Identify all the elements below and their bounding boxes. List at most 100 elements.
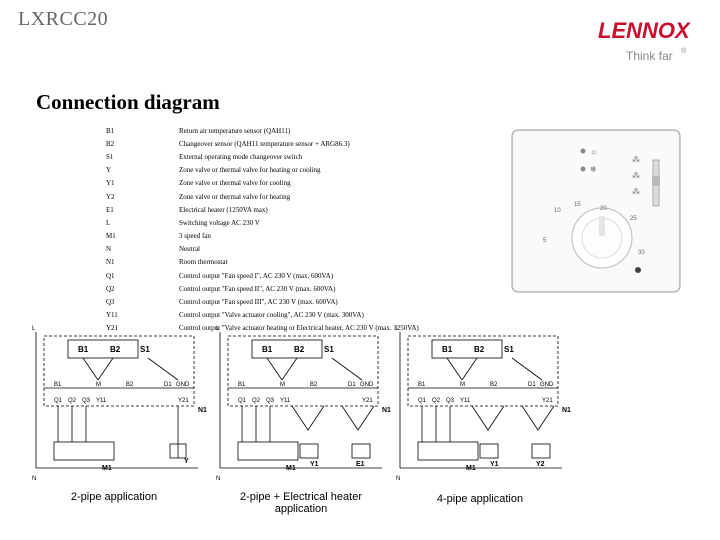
legend-code: Y1 <box>106 179 115 188</box>
legend-code: N1 <box>106 258 115 267</box>
legend-code: L <box>106 218 111 227</box>
terminal-B1: B1 <box>418 382 426 388</box>
svg-text:30: 30 <box>638 250 645 256</box>
legend-description: External operating mode changeover switc… <box>179 152 303 161</box>
valve-y1-box <box>479 443 499 459</box>
terminal-GND: GND <box>360 382 374 388</box>
label-B2: B2 <box>474 345 485 354</box>
legend-code: B2 <box>106 139 115 148</box>
label-Y2: Y2 <box>536 461 545 468</box>
legend-code: E1 <box>106 205 114 214</box>
terminal-Q1: Q1 <box>54 398 63 404</box>
svg-text:20: 20 <box>600 206 607 212</box>
label-N: N <box>396 476 400 482</box>
terminal-Q2: Q2 <box>432 398 441 404</box>
legend-item: Y1 Zone valve or thermal valve for coolin… <box>106 177 466 190</box>
svg-text:25: 25 <box>630 216 637 222</box>
legend-description: Room thermostat <box>179 258 228 267</box>
wire-e1 <box>341 405 375 431</box>
sensor-box <box>251 339 323 359</box>
label-E1: E1 <box>356 461 365 468</box>
legend-item: Y Zone valve or thermal valve for heating… <box>106 164 466 177</box>
fan-motor-box <box>237 441 299 461</box>
label-B2: B2 <box>110 345 121 354</box>
label-S1: S1 <box>504 345 514 354</box>
fan-speed-3-icon: ⁂ <box>632 155 640 164</box>
svg-text:5: 5 <box>543 238 547 244</box>
sensor-box <box>431 339 503 359</box>
terminal-M: M <box>280 382 285 388</box>
label-N1: N1 <box>198 407 207 414</box>
snowflake-icon: ❄ <box>590 165 597 174</box>
valve-y1-box <box>299 443 319 459</box>
legend-description: Changeover sensor (QAH11 temperature sen… <box>179 139 350 148</box>
trademark: ® <box>681 47 687 55</box>
fan-speed-2-icon: ⁂ <box>632 171 640 180</box>
wire-y2 <box>521 405 555 431</box>
terminal-Q2: Q2 <box>68 398 77 404</box>
terminal-B1: B1 <box>238 382 246 388</box>
fan-motor-box <box>53 441 115 461</box>
terminal-B2: B2 <box>310 382 318 388</box>
terminal-D1: D1 <box>348 382 356 388</box>
terminal-B2: B2 <box>490 382 498 388</box>
valve-y-box <box>169 443 187 459</box>
legend-code: B1 <box>106 126 115 135</box>
label-S1: S1 <box>324 345 334 354</box>
legend-code: Y2 <box>106 192 115 201</box>
legend-description: Control output "Fan speed II", AC 230 V … <box>179 284 336 293</box>
terminal-Q3: Q3 <box>82 398 91 404</box>
legend-code: Y11 <box>106 311 118 320</box>
legend-code: Y <box>106 166 112 175</box>
label-N1: N1 <box>382 407 391 414</box>
thermostat-box <box>407 335 559 407</box>
lennox-wordmark: LENNOX <box>598 18 691 43</box>
label-Y1: Y1 <box>310 461 319 468</box>
label-N: N <box>216 476 220 482</box>
label-B1: B1 <box>78 345 89 354</box>
label-M1: M1 <box>102 465 112 472</box>
terminal-Y11: Y11 <box>460 398 471 404</box>
sun-icon: ☼ <box>590 147 597 156</box>
terminal-GND: GND <box>540 382 554 388</box>
legend-code: Y21 <box>106 324 119 333</box>
thermostat-photo: 20 25 30 15 5 10 ☼ ❄ ⁂ ⁂ ⁂ <box>511 129 681 293</box>
svg-text:LENNOX: LENNOX <box>598 18 691 43</box>
wire-y1 <box>471 405 505 431</box>
label-N1: N1 <box>562 407 571 414</box>
fan-motor-box <box>417 441 479 461</box>
legend-description: Control output "Fan speed III", AC 230 V… <box>179 298 338 307</box>
legend-description: Electrical heater (1250VA max) <box>179 205 268 214</box>
valve-y2-box <box>531 443 551 459</box>
caption-2-pipe-electrical-heater: 2-pipe + Electrical heater application <box>240 491 362 515</box>
terminal-Y21: Y21 <box>178 398 189 404</box>
terminal-Q1: Q1 <box>238 398 247 404</box>
fan-speed-1-icon: ⁂ <box>632 187 640 196</box>
legend-code: S1 <box>106 152 114 161</box>
legend-description: Return air temperature sensor (QAH11) <box>179 126 291 135</box>
wire-s1 <box>331 357 363 381</box>
legend-description: Zone valve or thermal valve for cooling <box>179 179 291 188</box>
terminal-D1: D1 <box>528 382 536 388</box>
terminal-Y21: Y21 <box>542 398 553 404</box>
caption-4-pipe: 4-pipe application <box>436 493 524 505</box>
terminal-Y11: Y11 <box>280 398 291 404</box>
wire-b2 <box>461 357 478 381</box>
legend-list: B1 Return air temperature sensor (QAH11) B… <box>106 124 466 335</box>
legend-description: Zone valve or thermal valve for heating … <box>179 166 321 175</box>
legend-code: Q2 <box>106 284 115 293</box>
wire-y1 <box>291 405 325 431</box>
terminal-M: M <box>460 382 465 388</box>
thermostat-box <box>43 335 195 407</box>
sensor-box <box>67 339 139 359</box>
label-B1: B1 <box>262 345 273 354</box>
terminal-Y21: Y21 <box>362 398 373 404</box>
